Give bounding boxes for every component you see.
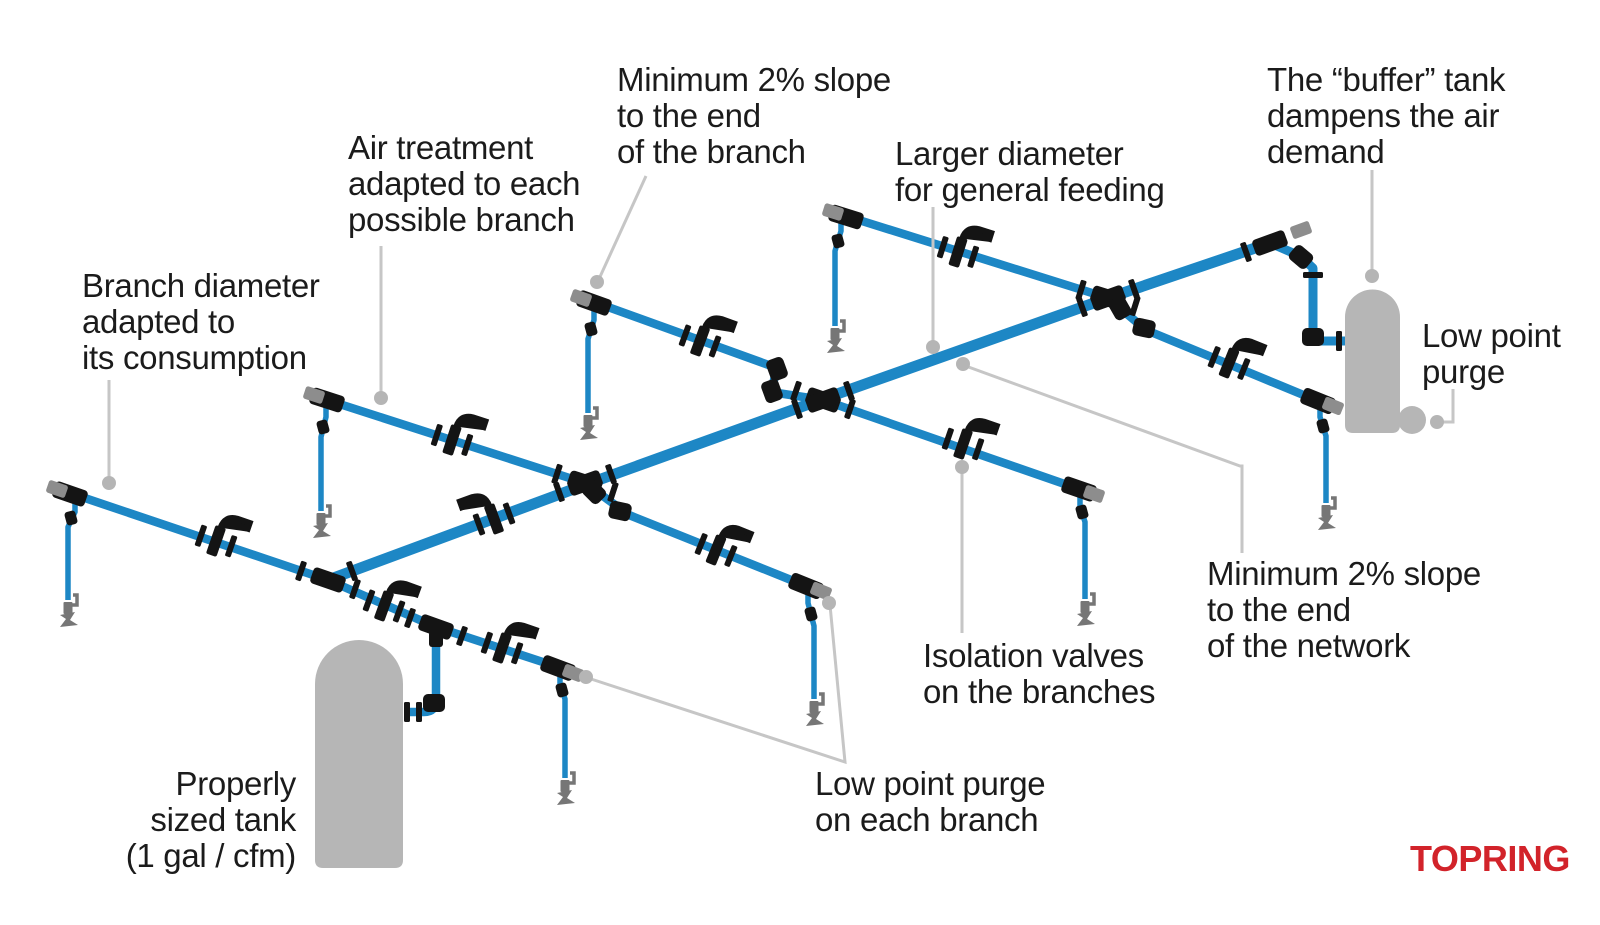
label-low-point-purge-tank: Low point purge xyxy=(1422,318,1561,390)
isolation-valve-icon xyxy=(677,308,734,364)
isolation-valve-icon xyxy=(693,517,751,574)
label-line: for general feeding xyxy=(895,171,1165,208)
label-network-slope: Minimum 2% slope to the end of the netwo… xyxy=(1207,556,1481,664)
label-line: of the network xyxy=(1207,627,1411,664)
isolation-valve-icon xyxy=(479,615,536,670)
leader-line xyxy=(597,175,648,280)
label-larger-diameter: Larger diameter for general feeding xyxy=(895,136,1165,208)
leader-dot xyxy=(926,340,940,354)
label-isolation-valves: Isolation valves on the branches xyxy=(923,638,1155,710)
label-line: Low point xyxy=(1422,317,1561,354)
offset-elbow xyxy=(607,499,633,523)
label-line: purge xyxy=(1422,353,1505,390)
leader-dot xyxy=(1365,269,1379,283)
label-line: to the end xyxy=(617,97,761,134)
leader-dot xyxy=(579,670,593,684)
label-line: adapted to each xyxy=(348,165,581,202)
end-cap xyxy=(569,288,593,308)
buffer-tank-purge-ball xyxy=(1398,406,1426,434)
label-line: Properly xyxy=(175,765,297,802)
buffer-feed-elbow xyxy=(1302,328,1324,346)
isolation-valves xyxy=(193,220,1263,671)
label-line: Low point purge xyxy=(815,765,1046,802)
tank-elbow xyxy=(423,694,445,712)
low-point-purges xyxy=(58,319,1338,807)
end-cap xyxy=(821,202,845,222)
leader-dot xyxy=(955,460,969,474)
topring-logo: TOPRING xyxy=(1410,838,1570,879)
offset-elbow xyxy=(759,377,785,405)
isolation-valve-icon xyxy=(429,407,485,462)
buffer-tank xyxy=(1345,289,1400,433)
end-cap xyxy=(1289,220,1313,240)
drop-leg xyxy=(805,590,817,699)
label-line: Minimum 2% slope xyxy=(617,61,891,98)
leader-dot xyxy=(956,357,970,371)
label-branch-diameter: Branch diameter adapted to its consumpti… xyxy=(82,268,320,376)
leader-line xyxy=(587,604,847,765)
label-line: Branch diameter xyxy=(82,267,320,304)
label-line: on the branches xyxy=(923,673,1156,710)
label-line: sized tank xyxy=(150,801,296,838)
label-line: possible branch xyxy=(348,201,575,238)
label-line: dampens the air xyxy=(1267,97,1500,134)
leader-lines xyxy=(102,170,1455,765)
label-line: Minimum 2% slope xyxy=(1207,555,1481,592)
label-line: demand xyxy=(1267,133,1385,170)
end-cap xyxy=(302,385,326,405)
label-line: Larger diameter xyxy=(895,135,1124,172)
label-line: Isolation valves xyxy=(923,637,1144,674)
label-line: (1 gal / cfm) xyxy=(125,837,297,874)
label-line: on each branch xyxy=(815,801,1039,838)
leader-dot xyxy=(590,275,604,289)
leader-dot xyxy=(374,391,388,405)
label-line: to the end xyxy=(1207,591,1351,628)
leader-dot xyxy=(102,476,116,490)
isolation-valve-icon xyxy=(193,508,250,563)
end-cap xyxy=(45,479,69,499)
label-branch-slope: Minimum 2% slope to the end of the branc… xyxy=(617,62,891,170)
isolation-valve-icon xyxy=(935,220,991,275)
label-air-treatment: Air treatment adapted to each possible b… xyxy=(348,129,581,238)
leader-line xyxy=(962,363,1244,553)
offset-elbow xyxy=(764,355,790,383)
label-sized-tank: Properly sized tank (1 gal / cfm) xyxy=(60,765,297,874)
label-buffer-tank: The “buffer” tank dampens the air demand xyxy=(1267,61,1506,170)
leader-dot xyxy=(822,596,836,610)
end-cap xyxy=(1082,484,1106,504)
label-line: The “buffer” tank xyxy=(1267,61,1506,98)
offset-elbow xyxy=(1131,316,1157,340)
leader-dot xyxy=(1430,415,1444,429)
leader-line xyxy=(1441,389,1455,424)
label-low-point-purge-branch: Low point purge on each branch xyxy=(815,765,1046,838)
label-line: adapted to xyxy=(82,303,235,340)
label-line: its consumption xyxy=(82,339,307,376)
label-line: of the branch xyxy=(617,133,806,170)
properly-sized-tank xyxy=(315,640,403,868)
label-line: Air treatment xyxy=(348,129,533,166)
